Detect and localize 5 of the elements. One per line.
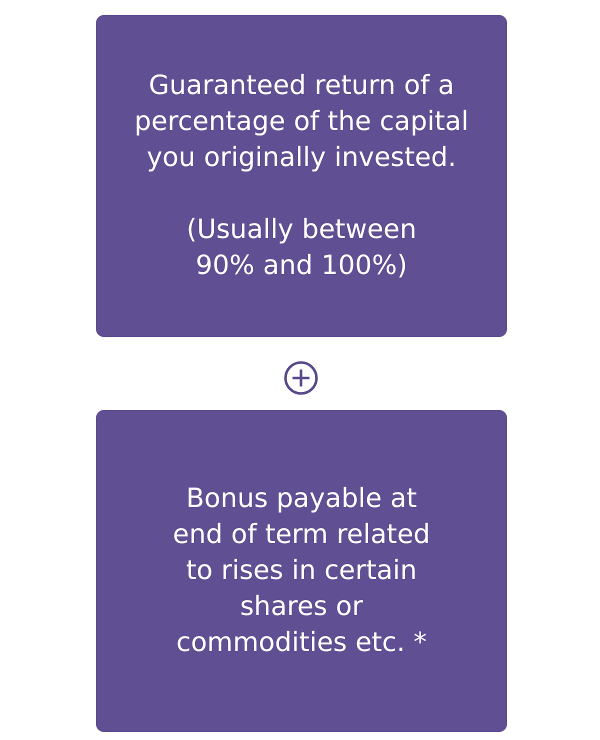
box-text: Bonus payable at end of term related to rises in certain shares or commodities etc. *	[172, 482, 432, 660]
content-box	[96, 15, 507, 337]
box-note: (Usually between 90% and 100%)	[186, 213, 418, 283]
content-box	[96, 410, 507, 732]
box-text: Guaranteed return of a percentage of the capital you originally invested.	[133, 69, 470, 175]
